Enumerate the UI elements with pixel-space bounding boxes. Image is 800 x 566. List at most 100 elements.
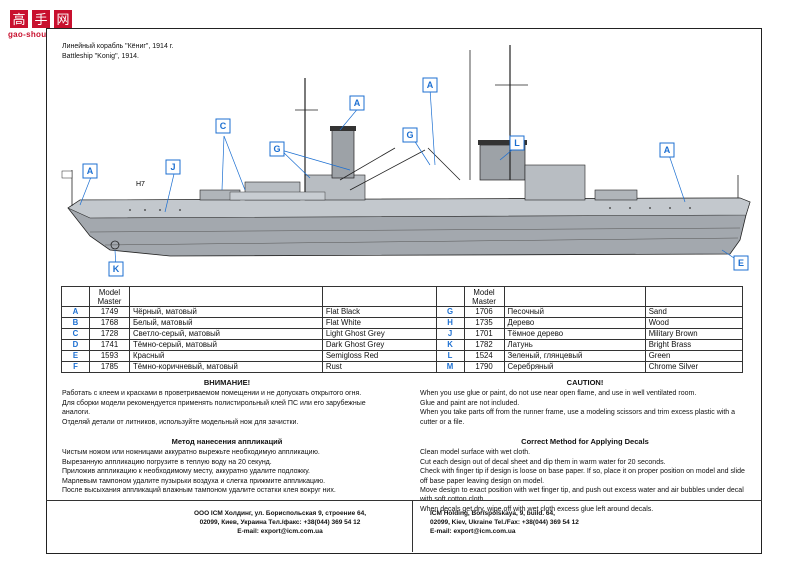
logo-glyph-1: 高 <box>12 12 25 28</box>
paint-code: K <box>435 339 465 351</box>
paint-name-en: Military Brown <box>644 328 744 340</box>
svg-text:J: J <box>170 162 175 172</box>
paint-number: 1741 <box>89 339 130 351</box>
svg-text:L: L <box>514 138 520 148</box>
callout-c: C <box>215 118 231 134</box>
paint-name-en: Wood <box>644 317 744 329</box>
warning-title-ru: ВНИМАНИЕ! <box>203 378 251 387</box>
caption-en: Battleship "Konig", 1914. <box>62 53 139 60</box>
paint-name-en: Flat Black <box>321 306 437 318</box>
warning-ru-3: Отделяй детали от литников, используйте … <box>62 418 299 426</box>
callout-a-bow: A <box>82 163 98 179</box>
paint-name-ru: Чёрный, матовый <box>129 306 323 318</box>
svg-text:E: E <box>738 258 744 268</box>
svg-text:A: A <box>354 98 361 108</box>
decal-title-en: Correct Method for Applying Decals <box>521 437 649 447</box>
warning-en-3: When you take parts off from the runner … <box>420 409 736 426</box>
paint-name-ru: Серебряный <box>503 361 646 373</box>
paint-number: 1768 <box>89 317 130 329</box>
paint-name-ru: Красный <box>129 350 323 362</box>
paint-code: L <box>435 350 465 362</box>
paint-name-en: Green <box>644 350 744 362</box>
paint-name-en: Sand <box>644 306 744 318</box>
paint-name-ru: Латунь <box>503 339 646 351</box>
address-ru: ООО ICM Холдинг, ул. Бориспольская 9, ст… <box>193 510 367 535</box>
caption-ru: Линейный корабль "Кёниг", 1914 г. <box>62 43 174 50</box>
paint-code: M <box>435 361 465 373</box>
paint-name-en: Chrome Silver <box>644 361 744 373</box>
caption: Линейный корабль "Кёниг", 1914 г. Battle… <box>62 42 173 62</box>
ship-profile-drawing: H7 A J C G A A G L A E K <box>61 45 751 277</box>
paint-code: F <box>61 361 90 373</box>
paint-name-ru: Песочный <box>503 306 646 318</box>
paint-code: G <box>435 306 465 318</box>
paint-number: 1735 <box>463 317 505 329</box>
paint-code: J <box>435 328 465 340</box>
paint-number: 1785 <box>89 361 130 373</box>
paint-name-en: Bright Brass <box>644 339 744 351</box>
warning-ru-2: Для сборки модели рекомендуется применят… <box>62 399 366 417</box>
svg-text:A: A <box>664 145 671 155</box>
decal-en-1: Clean model surface with wet cloth. <box>420 449 531 457</box>
svg-text:A: A <box>427 80 434 90</box>
decal-title-ru: Метод нанесения аппликаций <box>171 437 283 447</box>
paint-name-ru: Белый, матовый <box>129 317 323 329</box>
warning-en-1: When you use glue or paint, do not use n… <box>420 390 697 398</box>
instructions-ru: ВНИМАНИЕ! Работать с клеем и красками в … <box>62 378 392 495</box>
svg-text:C: C <box>220 121 227 131</box>
decal-ru-3: Приложив аппликацию к необходимому месту… <box>62 468 310 476</box>
callout-j: J <box>165 159 181 175</box>
callout-l: L <box>509 135 525 151</box>
callout-a-mast: A <box>422 77 438 93</box>
decal-ru-1: Чистым ножом или ножницами аккуратно выр… <box>62 449 320 457</box>
callout-g-mid: G <box>402 127 418 143</box>
paint-code: C <box>61 328 90 340</box>
paint-code: A <box>61 306 90 318</box>
paint-code: E <box>61 350 90 362</box>
decal-en-3: Check with finger tip if design is loose… <box>420 468 745 485</box>
paint-number: 1706 <box>463 306 505 318</box>
paint-number: 1749 <box>89 306 130 318</box>
paint-name-ru: Дерево <box>503 317 646 329</box>
warning-en-2: Glue and paint are not included. <box>420 399 520 407</box>
address-divider <box>412 500 413 552</box>
paint-number: 1782 <box>463 339 505 351</box>
paint-name-ru: Зеленый, глянцевый <box>503 350 646 362</box>
callout-a-stern: A <box>659 142 675 158</box>
paint-name-ru: Тёмно-серый, матовый <box>129 339 323 351</box>
svg-text:G: G <box>273 144 280 154</box>
callout-e: E <box>733 255 749 271</box>
paint-code: H <box>435 317 465 329</box>
paint-name-en: Semigloss Red <box>321 350 437 362</box>
logo-url: gao-shou.com <box>8 30 67 39</box>
paint-name-en: Dark Ghost Grey <box>321 339 437 351</box>
mark-h7: H7 <box>136 181 145 188</box>
address-en: ICM Holding, Borispolskaya, 9, build. 64… <box>430 510 579 535</box>
deck-band <box>67 197 751 219</box>
decal-en-4: Move design to exact position with wet f… <box>420 487 744 503</box>
paint-code: B <box>61 317 90 329</box>
paint-name-en: Light Ghost Grey <box>321 328 437 340</box>
logo-glyph-2: 手 <box>34 13 47 28</box>
warning-title-en: CAUTION! <box>566 378 604 387</box>
instructions-en: CAUTION! When you use glue or paint, do … <box>420 378 750 514</box>
callout-k: K <box>108 261 124 277</box>
paint-number: 1524 <box>463 350 505 362</box>
paint-name-ru: Светло-серый, матовый <box>129 328 323 340</box>
paint-name-en: Flat White <box>321 317 437 329</box>
decal-ru-2: Вырезанную аппликацию погрузите в теплую… <box>62 458 272 466</box>
paint-code: D <box>61 339 90 351</box>
paint-name-en: Rust <box>321 361 437 373</box>
paint-name-ru: Тёмно-коричневый, матовый <box>129 361 323 373</box>
warning-ru-1: Работать с клеем и красками в проветрива… <box>62 390 362 398</box>
paint-number: 1728 <box>89 328 130 340</box>
